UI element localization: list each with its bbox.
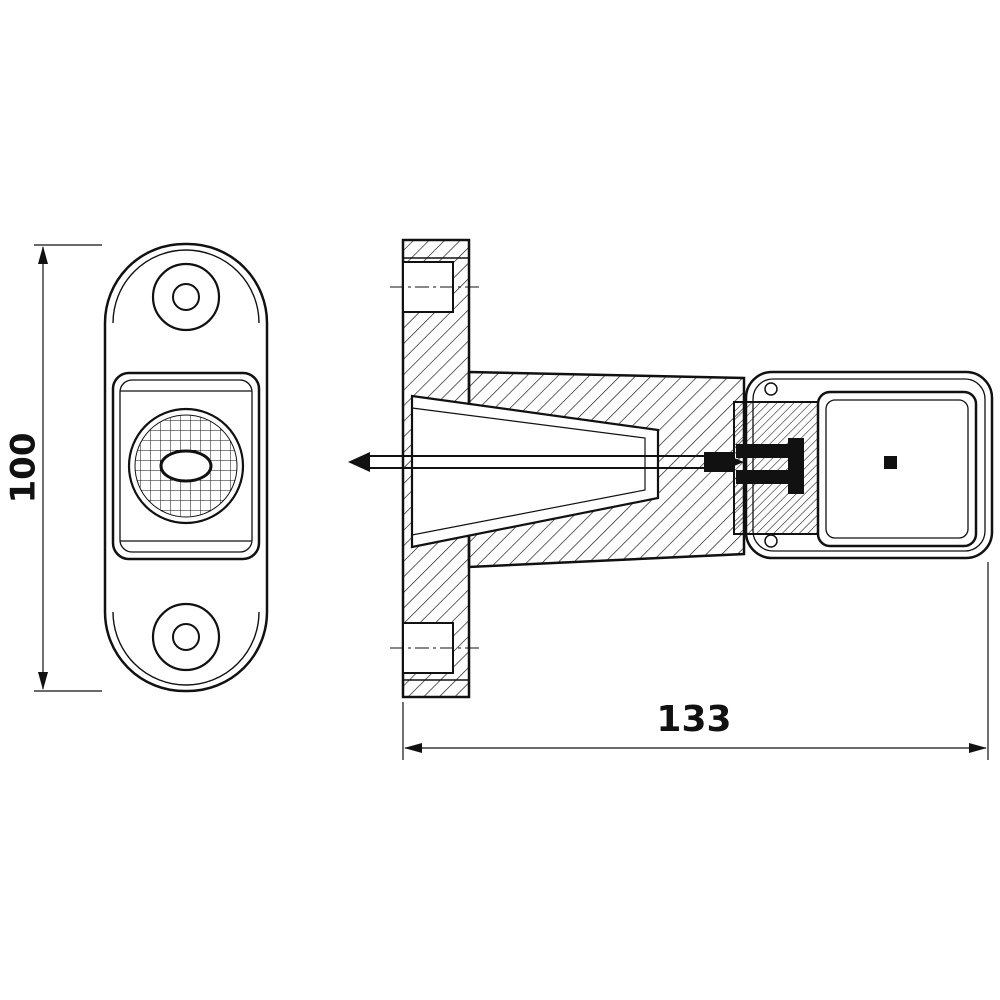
length-arrow-right [969,743,987,753]
length-dimension: 133 [402,562,989,760]
height-dimension: 100 [4,244,102,692]
length-dimension-label: 133 [656,699,731,740]
head-screw-top [764,382,778,396]
connector-pin-vertical [788,438,804,494]
connector-pin-bottom [736,470,796,484]
mounting-hole-bottom-inner [172,623,200,651]
height-dimension-label: 100 [4,433,44,504]
length-arrow-left [404,743,422,753]
rod-tip-arrow [348,452,370,472]
height-arrow-top [38,246,48,264]
front-body-inner-bottom-arc [112,611,260,686]
connector-block [733,401,819,535]
lens-center-slot [159,449,213,483]
head-lens-inner-line [825,399,969,539]
lens-center-marker [884,456,897,469]
connector-pin-top [736,444,796,458]
mounting-hole-top-outer [151,262,221,332]
side-section-view [348,238,994,699]
arm-cavity-inner-line [411,407,646,536]
front-view [103,242,269,693]
head-screw-bottom [764,534,778,548]
front-body-inner-top-arc [112,249,260,324]
lens-housing-inner-line [119,379,253,553]
mounting-hole-bottom-outer [151,602,221,672]
height-arrow-bottom [38,672,48,690]
mounting-hole-top-inner [172,283,200,311]
